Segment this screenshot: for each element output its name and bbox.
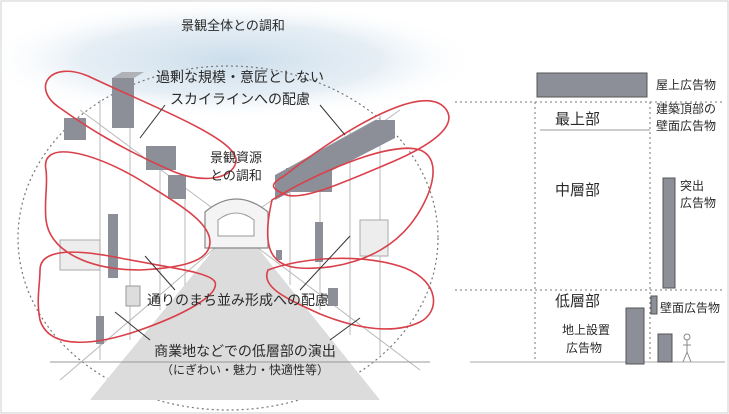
label-crown-wall-2: 壁面広告物	[656, 118, 716, 133]
outline-lower-left	[37, 251, 217, 344]
label-rooftop-sign: 屋上広告物	[656, 78, 716, 92]
label-ground-1: 地上設置	[562, 322, 610, 337]
label-wall-sign: 壁面広告物	[660, 300, 720, 315]
person-icon	[682, 333, 692, 363]
ground-sign-tall	[625, 307, 645, 365]
sign-block	[112, 78, 134, 128]
outline-middle-left	[44, 151, 211, 271]
sign-block	[328, 288, 338, 306]
label-ground-2: 広告物	[566, 341, 602, 355]
callout-skyline-1: 過剰な規模・意匠としない	[156, 69, 324, 86]
right-buildings	[275, 115, 395, 306]
zone-low: 低層部	[555, 292, 600, 310]
callout-resource-2: との調和	[210, 169, 262, 184]
sign-block	[108, 214, 118, 278]
callout-street-row: 通りのまち並み形成への配慮	[147, 293, 329, 309]
title-overall-harmony: 景観全体との調和	[181, 18, 285, 34]
red-highlight-outlines	[37, 70, 450, 344]
sign-block	[64, 118, 86, 140]
sign-block	[315, 222, 323, 262]
ground-sign-short	[657, 333, 673, 363]
landmark-gate	[204, 198, 269, 249]
projecting-sign	[662, 177, 676, 289]
wall-sign	[650, 295, 658, 315]
left-buildings	[59, 72, 186, 344]
zone-top: 最上部	[555, 110, 600, 128]
zone-middle: 中層部	[555, 181, 600, 199]
callout-skyline-2: スカイラインへの配慮	[170, 92, 310, 108]
sign-block	[168, 175, 186, 199]
sign-block	[96, 316, 104, 344]
label-projecting-1: 突出	[680, 178, 704, 193]
callout-low-floor-1: 商業地などでの低層部の演出	[154, 344, 336, 360]
callout-low-floor-2: （にぎわい・魅力・快適性等）	[161, 362, 329, 377]
outline-lower-right	[265, 257, 435, 330]
building-section	[455, 72, 725, 365]
label-projecting-2: 広告物	[680, 196, 716, 210]
label-crown-wall-1: 建築頂部の	[656, 101, 716, 116]
callout-resource-1: 景観資源	[210, 151, 262, 166]
view-circle	[17, 65, 439, 411]
pointer-lines	[114, 104, 361, 341]
rooftop-sign	[536, 72, 648, 98]
outline-skyline-left	[44, 70, 237, 180]
